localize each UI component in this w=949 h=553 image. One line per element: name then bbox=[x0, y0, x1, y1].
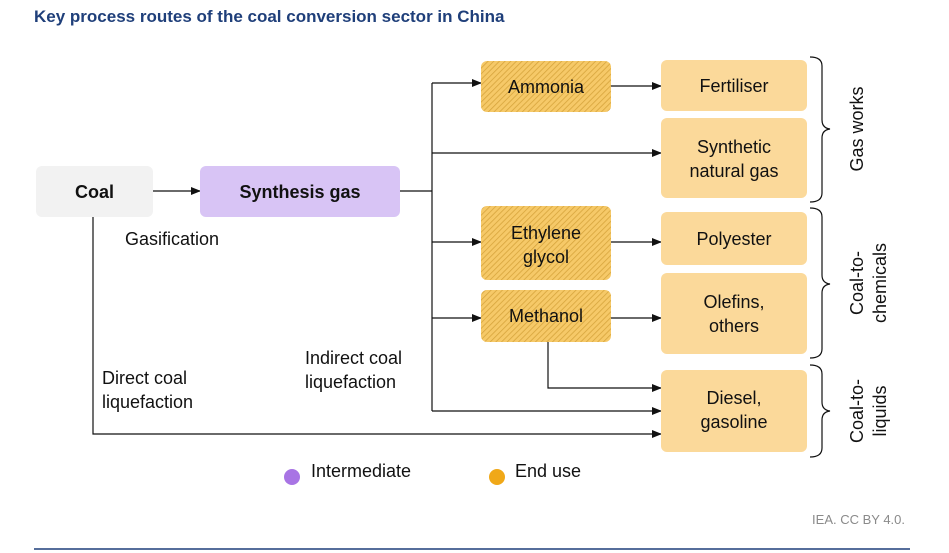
legend-intermediate-swatch bbox=[284, 469, 300, 485]
group-label-coal-to-liquids-line2: liquids bbox=[870, 385, 890, 436]
label-direct-liquefaction-line1: Direct coal bbox=[102, 368, 187, 388]
node-polyester-label: Polyester bbox=[696, 229, 771, 249]
arrow-direct-coal-liquefaction bbox=[92, 217, 662, 438]
node-ammonia: Ammonia bbox=[481, 61, 611, 112]
node-coal: Coal bbox=[36, 166, 153, 217]
connectors bbox=[92, 79, 662, 438]
node-synthetic-natural-gas: Synthetic natural gas bbox=[661, 118, 807, 198]
group-label-gas-works: Gas works bbox=[847, 86, 867, 171]
label-indirect-liquefaction-line2: liquefaction bbox=[305, 372, 396, 392]
node-methanol-label: Methanol bbox=[509, 306, 583, 326]
node-sng-line1: Synthetic bbox=[697, 137, 771, 157]
node-synthesis-gas: Synthesis gas bbox=[200, 166, 400, 217]
node-olefins-line2: others bbox=[709, 316, 759, 336]
group-label-coal-to-liquids-line1: Coal-to- bbox=[847, 379, 867, 443]
group-label-coal-to-chemicals-line1: Coal-to- bbox=[847, 251, 867, 315]
node-diesel-gasoline: Diesel, gasoline bbox=[661, 370, 807, 452]
arrow-methanol-to-diesel bbox=[547, 342, 662, 392]
node-ethylene-glycol-line1: Ethylene bbox=[511, 223, 581, 243]
node-olefins-line1: Olefins, bbox=[703, 292, 764, 312]
node-fertiliser: Fertiliser bbox=[661, 60, 807, 111]
node-polyester: Polyester bbox=[661, 212, 807, 265]
legend-end-use-label: End use bbox=[515, 461, 581, 481]
bracket-coal-to-chemicals bbox=[809, 207, 831, 359]
node-olefins-others: Olefins, others bbox=[661, 273, 807, 354]
node-synthesis-gas-label: Synthesis gas bbox=[239, 182, 360, 202]
label-direct-liquefaction-line2: liquefaction bbox=[102, 392, 193, 412]
legend-end-use-swatch bbox=[489, 469, 505, 485]
page-title: Key process routes of the coal conversio… bbox=[34, 7, 505, 26]
credit-text: IEA. CC BY 4.0. bbox=[812, 512, 905, 527]
group-label-coal-to-chemicals-line2: chemicals bbox=[870, 243, 890, 323]
node-ammonia-label: Ammonia bbox=[508, 77, 585, 97]
label-indirect-liquefaction-line1: Indirect coal bbox=[305, 348, 402, 368]
bracket-gas-works bbox=[809, 56, 831, 203]
node-diesel-line2: gasoline bbox=[700, 412, 767, 432]
node-diesel-line1: Diesel, bbox=[706, 388, 761, 408]
node-fertiliser-label: Fertiliser bbox=[699, 76, 768, 96]
bracket-coal-to-liquids bbox=[809, 364, 831, 458]
node-ethylene-glycol: Ethylene glycol bbox=[481, 206, 611, 280]
node-ethylene-glycol-line2: glycol bbox=[523, 247, 569, 267]
label-gasification: Gasification bbox=[125, 229, 219, 249]
node-coal-label: Coal bbox=[75, 182, 114, 202]
legend-intermediate-label: Intermediate bbox=[311, 461, 411, 481]
node-methanol: Methanol bbox=[481, 290, 611, 342]
node-sng-line2: natural gas bbox=[689, 161, 778, 181]
legend: Intermediate End use bbox=[284, 461, 581, 485]
